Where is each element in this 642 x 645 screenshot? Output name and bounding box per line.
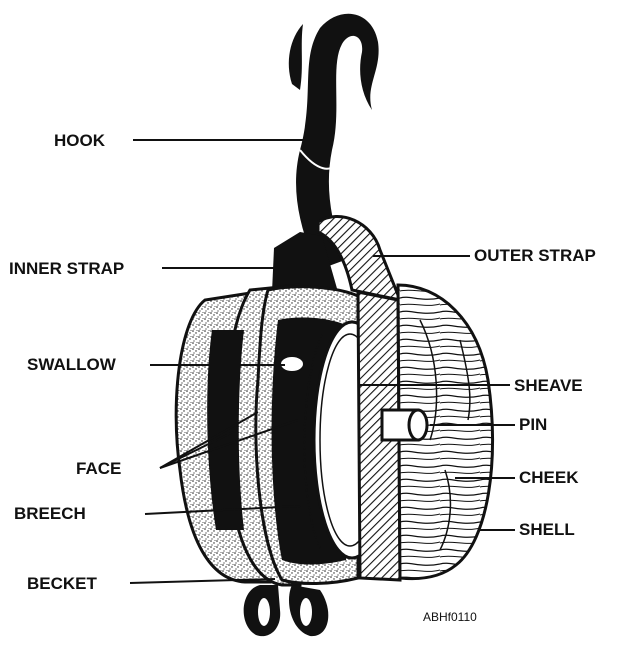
- label-breech: BREECH: [14, 505, 86, 522]
- label-outer-strap: OUTER STRAP: [474, 247, 596, 264]
- figure-id: ABHf0110: [423, 610, 477, 624]
- label-cheek: CHEEK: [519, 469, 579, 486]
- label-swallow: SWALLOW: [27, 356, 116, 373]
- becket-shape: [244, 585, 329, 636]
- label-becket: BECKET: [27, 575, 97, 592]
- label-inner-strap: INNER STRAP: [9, 260, 124, 277]
- label-shell: SHELL: [519, 521, 575, 538]
- label-sheave: SHEAVE: [514, 377, 583, 394]
- label-face: FACE: [76, 460, 121, 477]
- pin-shape: [382, 410, 427, 440]
- label-hook: HOOK: [54, 132, 105, 149]
- label-pin: PIN: [519, 416, 547, 433]
